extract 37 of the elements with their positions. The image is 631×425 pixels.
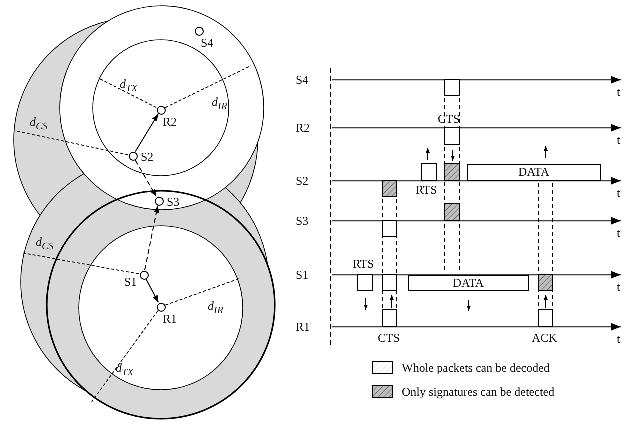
distance-label: d$_{TX}$ xyxy=(120,78,138,96)
distance-label: d$_{CS}$ xyxy=(36,236,54,254)
timing-label: t xyxy=(617,227,620,240)
arrow xyxy=(135,114,159,152)
timing-label: R1 xyxy=(296,321,310,334)
timing-label: t xyxy=(617,86,620,99)
arrow xyxy=(135,160,157,198)
timing-label: RTS xyxy=(416,184,438,197)
distance-label: d$_{CS}$ xyxy=(30,116,48,134)
timing-label: CTS xyxy=(378,332,400,345)
arrow xyxy=(146,278,160,304)
timing-label: ACK xyxy=(532,332,558,345)
timing-label: S4 xyxy=(296,74,309,87)
timing-label: t xyxy=(617,281,620,294)
timing-label: t xyxy=(617,187,620,200)
legend-text: Whole packets can be decoded xyxy=(402,361,550,375)
data-packet: DATA xyxy=(467,164,601,181)
data-packet: DATA xyxy=(408,275,529,291)
station-label: S1 xyxy=(124,276,137,288)
arrow xyxy=(144,205,160,271)
legend-text: Only signatures can be detected xyxy=(402,385,555,399)
station-label: S4 xyxy=(201,37,214,49)
timing-label: S3 xyxy=(296,215,309,228)
station-label: S3 xyxy=(167,196,180,208)
timing-label: RTS xyxy=(353,258,374,271)
timing-label: t xyxy=(617,134,620,147)
station-label: R2 xyxy=(163,116,178,128)
timing-label: t xyxy=(617,333,620,346)
timing-label: S1 xyxy=(296,269,309,282)
distance-label: d$_{IR}$ xyxy=(212,96,228,114)
station-label: S2 xyxy=(141,151,154,163)
station-label: R1 xyxy=(163,313,178,325)
timing-label: R2 xyxy=(296,122,310,135)
timing-label: CTS xyxy=(438,113,460,126)
timing-label: S2 xyxy=(296,175,309,188)
distance-label: d$_{IR}$ xyxy=(208,300,224,318)
distance-label: d$_{TX}$ xyxy=(116,362,134,380)
